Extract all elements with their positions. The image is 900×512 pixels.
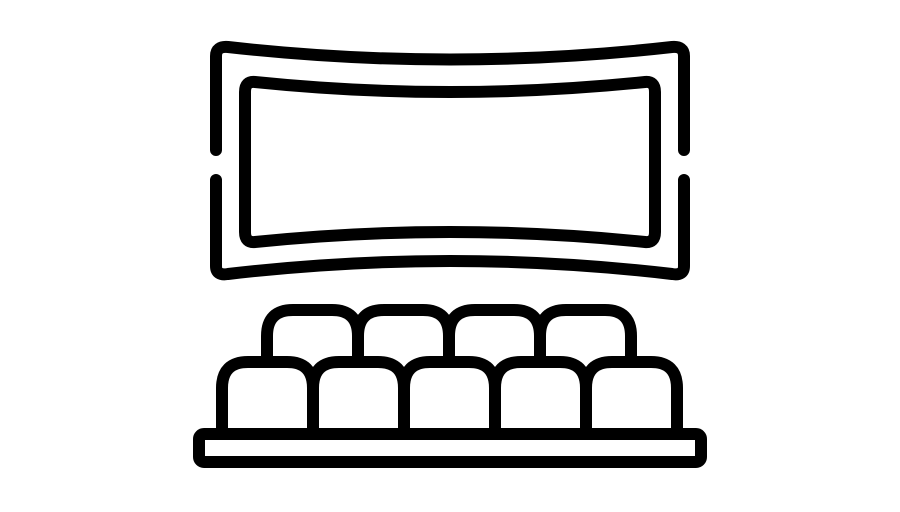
seat-fill	[222, 362, 313, 432]
front-row-seats	[216, 356, 683, 438]
seating-base	[193, 428, 707, 468]
back-row-seat-1	[261, 304, 364, 368]
screen-frame-left-top	[210, 40, 690, 156]
screen-frame-left-bottom	[210, 174, 690, 281]
back-row-seats	[261, 304, 637, 368]
seat-fill	[495, 362, 586, 432]
screen-inner	[239, 75, 661, 249]
front-row-seat-5	[580, 356, 683, 438]
back-row-seat-2	[352, 304, 455, 368]
seat-fill	[404, 362, 495, 432]
back-row-seat-3	[443, 304, 546, 368]
back-row-seat-4	[534, 304, 637, 368]
seat-fill	[586, 362, 677, 432]
seat-fill	[313, 362, 404, 432]
